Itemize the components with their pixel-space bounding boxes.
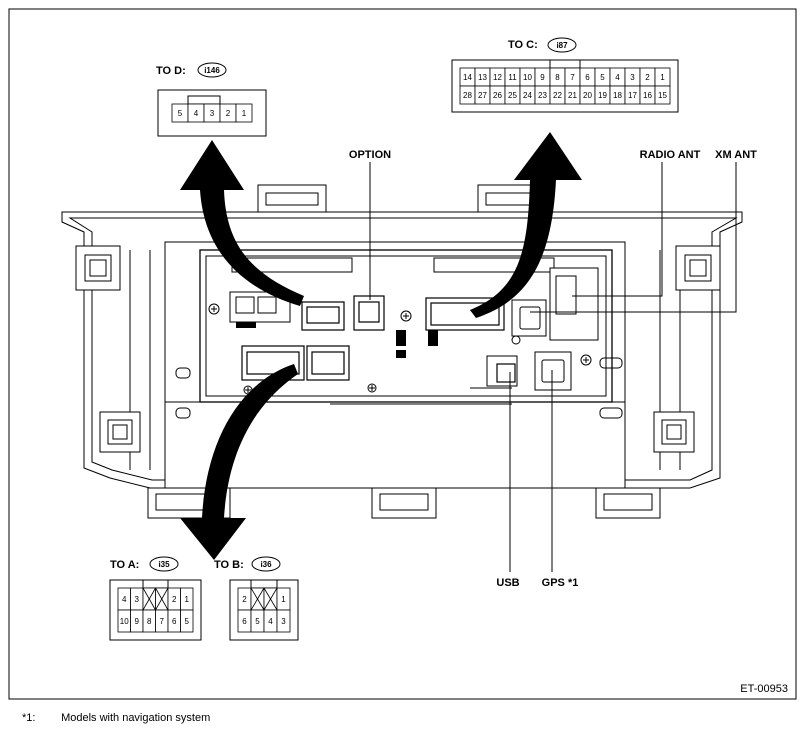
- connector-b-pin-label: 6: [242, 617, 247, 626]
- connector-a-pin-label: 7: [160, 617, 165, 626]
- option-label: OPTION: [349, 149, 391, 161]
- connector-d-key: [187, 95, 221, 105]
- svg-text:TO C:: TO C:: [508, 39, 538, 51]
- decorative-marks: [236, 322, 438, 358]
- connector-c-pin-label: 21: [568, 91, 577, 100]
- connector-c-pin-label: 8: [555, 73, 560, 82]
- connector-b-key: [250, 579, 278, 589]
- footnote-marker: *1:: [22, 712, 36, 724]
- gps-label: GPS *1: [542, 577, 579, 589]
- connector-d-pin-label: 4: [194, 109, 199, 118]
- connector-a-pin-label: 10: [120, 617, 129, 626]
- connector-c-key: [549, 59, 581, 69]
- connector-c-pin-label: 15: [658, 91, 667, 100]
- connector-a-pin-label: 3: [135, 595, 140, 604]
- connector-c-pin-label: 10: [523, 73, 532, 82]
- footnote-text: Models with navigation system: [61, 712, 211, 724]
- connector-c-pin-label: 7: [570, 73, 575, 82]
- connector-a-pin-label: 4: [122, 595, 127, 604]
- unit-connector-b: [306, 345, 350, 381]
- connector-a-pin-label: 2: [172, 595, 177, 604]
- connector-c-pin-label: 19: [598, 91, 607, 100]
- connector-c-pin-label: 6: [585, 73, 590, 82]
- connector-c-pin-label: 2: [645, 73, 650, 82]
- unit-connector-usb: [496, 363, 516, 383]
- connector-c-pin-label: 27: [478, 91, 487, 100]
- connector-a-cell: [180, 609, 194, 633]
- connector-c-pin-label: 3: [630, 73, 635, 82]
- unit-connector-option: [353, 295, 385, 331]
- connector-c-pin-label: 5: [600, 73, 605, 82]
- unit-connector-d: [301, 301, 345, 331]
- connector-a-pin-label: 5: [185, 617, 190, 626]
- connector-b-unused-mark: [250, 587, 265, 611]
- connector-a-unused-mark: [142, 587, 156, 611]
- svg-text:i35: i35: [158, 560, 170, 569]
- connector-b-pin-label: 1: [281, 595, 286, 604]
- svg-text:TO A:: TO A:: [110, 559, 139, 571]
- svg-text:i146: i146: [204, 66, 220, 75]
- connector-c-pin-label: 4: [615, 73, 620, 82]
- svg-text:i87: i87: [556, 41, 568, 50]
- svg-text:i36: i36: [260, 560, 272, 569]
- connector-c-pin-label: 20: [583, 91, 592, 100]
- connector-c-pin-label: 13: [478, 73, 487, 82]
- connector-c-pin-label: 28: [463, 91, 472, 100]
- connector-c-header: TO C: i87: [508, 37, 577, 53]
- connector-a-unused-mark: [155, 587, 169, 611]
- connector-a-pin-label: 1: [185, 595, 190, 604]
- connector-c-pin-label: 24: [523, 91, 532, 100]
- connector-d-pin-label: 5: [178, 109, 183, 118]
- connector-c-pin-label: 14: [463, 73, 472, 82]
- unit-connector-c: [425, 297, 505, 331]
- connector-c-pin-label: 26: [493, 91, 502, 100]
- connector-b-pin-label: 4: [268, 617, 273, 626]
- connector-c-pin-label: 18: [613, 91, 622, 100]
- connector-c-pin-label: 22: [553, 91, 562, 100]
- arrow-to-connectors-a-b: [180, 364, 298, 560]
- connector-a-pin-label: 9: [135, 617, 140, 626]
- arrow-to-connector-c: [470, 132, 582, 318]
- connector-c-pin-label: 23: [538, 91, 547, 100]
- xm-ant-label: XM ANT: [715, 149, 757, 161]
- figure-id: ET-00953: [740, 683, 788, 695]
- connector-c-pin-label: 16: [643, 91, 652, 100]
- connector-c-pin-label: 12: [493, 73, 502, 82]
- connector-a-pin-label: 6: [172, 617, 177, 626]
- radio-ant-label: RADIO ANT: [640, 149, 701, 161]
- connector-d-pin-label: 1: [242, 109, 247, 118]
- connector-b-pin-label: 3: [281, 617, 286, 626]
- svg-text:TO D:: TO D:: [156, 65, 186, 77]
- leader-lines: [369, 162, 737, 572]
- connector-a-header: TO A: i35: [110, 556, 179, 572]
- connector-c-cell: [654, 85, 671, 105]
- connector-b-cell: [276, 609, 291, 633]
- connector-b-unused-mark: [263, 587, 278, 611]
- connector-c-pin-label: 1: [660, 73, 665, 82]
- arrow-to-connector-d: [180, 140, 304, 306]
- connector-d-pinout: 5 4 3 2 1: [157, 89, 267, 137]
- connector-b-pin-label: 2: [242, 595, 247, 604]
- connector-c-pin-label: 9: [540, 73, 545, 82]
- connector-d-cell: [235, 103, 253, 123]
- connector-a-pin-label: 8: [147, 617, 152, 626]
- connector-d-pin-label: 2: [226, 109, 231, 118]
- connector-c-pin-label: 11: [508, 73, 517, 82]
- svg-text:TO B:: TO B:: [214, 559, 244, 571]
- connector-b-pin-label: 5: [255, 617, 260, 626]
- connector-c-pin-label: 25: [508, 91, 517, 100]
- connector-b-header: TO B: i36: [214, 556, 281, 572]
- connector-c-pin-label: 17: [628, 91, 637, 100]
- connector-d-pin-label: 3: [210, 109, 215, 118]
- footnote: *1: Models with navigation system: [22, 712, 210, 724]
- connector-d-header: TO D: i146: [156, 62, 227, 78]
- connector-a-key: [142, 579, 169, 589]
- usb-label: USB: [496, 577, 519, 589]
